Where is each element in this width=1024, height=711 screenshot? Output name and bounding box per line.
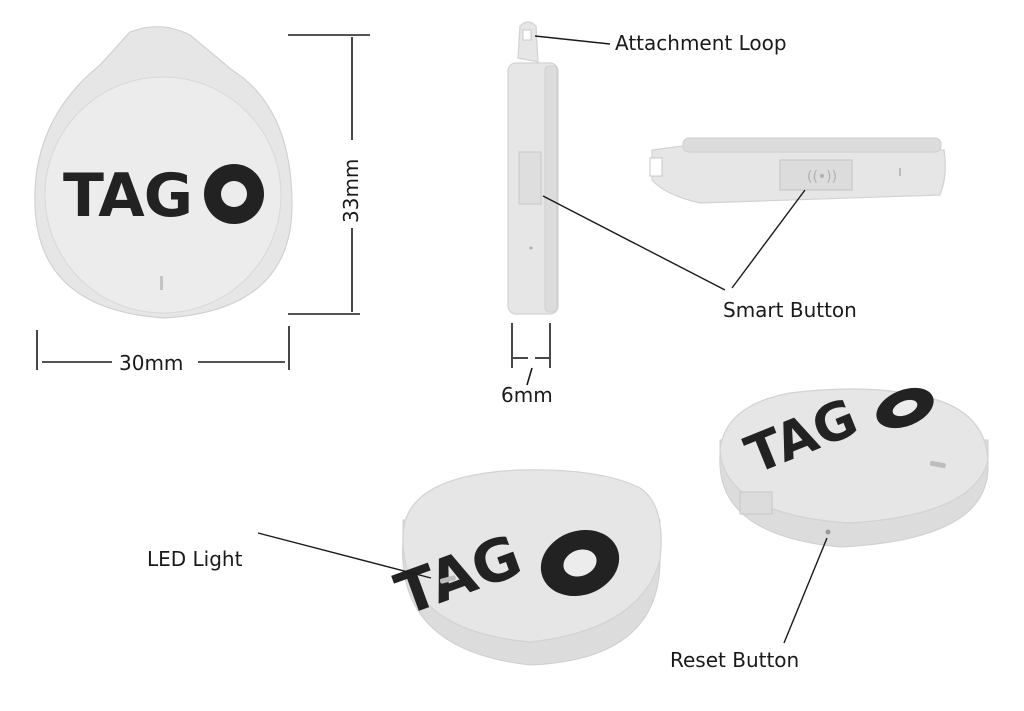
thickness-dimension-label: 6mm	[501, 383, 553, 407]
smart-button-label: Smart Button	[723, 298, 857, 322]
reset-button-label: Reset Button	[670, 648, 799, 672]
height-dimension: 33mm	[288, 34, 370, 315]
top-view: ((•))	[649, 137, 946, 204]
top-smart-button	[779, 159, 853, 191]
reset-button-callout: Reset Button	[670, 537, 828, 672]
side-view	[507, 21, 559, 315]
reset-button-hole	[825, 529, 831, 535]
smart-button-callout: Smart Button	[542, 189, 857, 322]
attachment-loop-callout: Attachment Loop	[534, 31, 787, 55]
perspective-front-led-slot	[439, 575, 456, 584]
front-led-slot	[160, 276, 163, 290]
perspective-view-back: TAG	[719, 388, 989, 548]
svg-text:((•)): ((•))	[807, 169, 837, 185]
attachment-loop-label: Attachment Loop	[615, 31, 787, 55]
led-light-callout: LED Light	[147, 532, 432, 579]
side-smart-button	[518, 151, 542, 205]
perspective-view-front: TAG	[387, 469, 662, 666]
width-dimension: 30mm	[36, 326, 290, 375]
led-light-label: LED Light	[147, 547, 243, 571]
thickness-dimension: 6mm	[501, 323, 553, 407]
front-view: TAG	[34, 26, 293, 319]
height-dimension-label: 33mm	[339, 159, 363, 223]
front-logo-text: TAG	[63, 161, 192, 231]
width-dimension-label: 30mm	[119, 351, 183, 375]
